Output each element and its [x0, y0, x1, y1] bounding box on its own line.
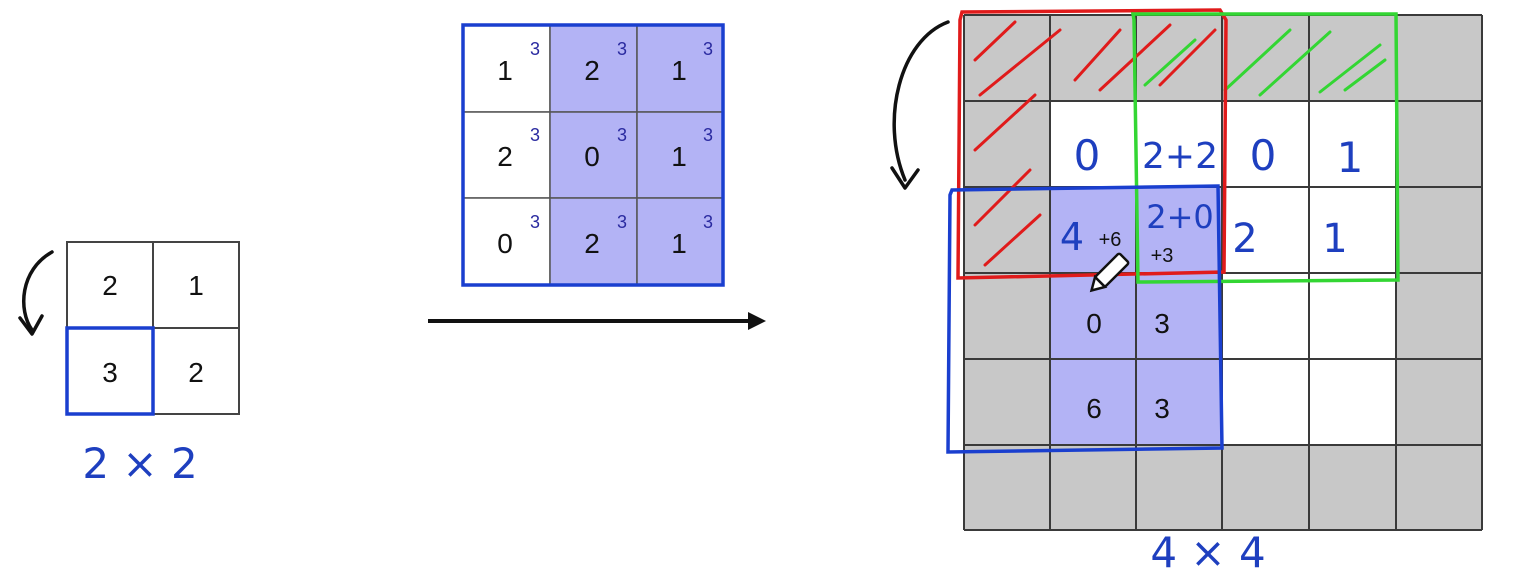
kernel-value: 1	[671, 228, 687, 259]
arrowhead-icon	[748, 312, 766, 330]
kernel-value: 2	[497, 141, 513, 172]
red-hatching	[973, 20, 1217, 267]
arrowhead-icon	[18, 314, 44, 336]
input-matrix: 2 1 3 2 2 × 2	[18, 241, 240, 488]
kernel-superscript: 3	[703, 125, 713, 145]
kernel-border	[461, 23, 725, 287]
output-value: 2+2	[1142, 136, 1218, 177]
kernel-cell	[462, 197, 551, 286]
kernel-superscript: 3	[617, 212, 627, 232]
output-value: 3	[1154, 393, 1170, 424]
input-value: 2	[188, 357, 204, 388]
output-addend: +6	[1099, 229, 1122, 251]
output-value: 4	[1060, 215, 1084, 259]
kernel-superscript: 3	[703, 39, 713, 59]
input-value: 1	[188, 270, 204, 301]
input-highlight-box	[65, 326, 155, 416]
kernel-value: 2	[584, 228, 600, 259]
kernel-cell	[636, 111, 724, 199]
output-value: 0	[1086, 308, 1102, 339]
blue-window-box	[946, 184, 1224, 454]
output-addend: +3	[1151, 245, 1174, 267]
output-size-label: 4 × 4	[1150, 528, 1265, 577]
right-arrow-icon	[428, 312, 766, 330]
kernel-cell	[636, 24, 724, 113]
output-value: 0	[1074, 131, 1101, 180]
input-value: 3	[102, 357, 118, 388]
kernel-cell	[549, 111, 638, 199]
input-size-label: 2 × 2	[82, 439, 197, 488]
input-cell	[152, 241, 240, 329]
output-value: 1	[1337, 133, 1364, 182]
curved-arrow-icon	[21, 250, 54, 332]
red-window-box	[956, 8, 1228, 280]
green-window-box	[1130, 12, 1400, 284]
output-value: 6	[1086, 393, 1102, 424]
kernel-value: 1	[671, 141, 687, 172]
kernel-superscript: 3	[530, 125, 540, 145]
output-value: 1	[1322, 216, 1347, 262]
kernel-superscript: 3	[530, 39, 540, 59]
kernel-superscript: 3	[703, 212, 713, 232]
output-value: 0	[1250, 131, 1277, 180]
kernel-cell	[549, 197, 638, 286]
input-value: 2	[102, 270, 118, 301]
kernel-cell	[636, 197, 724, 286]
kernel-superscript: 3	[617, 125, 627, 145]
kernel-value: 1	[497, 55, 513, 86]
pencil-icon	[1089, 252, 1130, 293]
kernel-matrix: 1 2 1 2 0 1 0 2 1 3 3 3 3 3 3 3 3 3	[461, 23, 725, 287]
output-value: 3	[1154, 308, 1170, 339]
kernel-value: 0	[497, 228, 513, 259]
output-value: 2+0	[1146, 198, 1214, 236]
kernel-value: 2	[584, 55, 600, 86]
kernel-cell	[549, 24, 638, 113]
curved-arrow-icon	[892, 20, 950, 182]
kernel-value: 0	[584, 141, 600, 172]
output-grid: 0 2+2 0 1 4 +6 2+0 +3 2 1 0 3 6 3 4 × 4	[890, 8, 1483, 577]
arrowhead-icon	[890, 166, 920, 190]
output-value: 2	[1232, 216, 1257, 262]
kernel-superscript: 3	[530, 212, 540, 232]
input-cell	[152, 327, 240, 415]
green-hatching	[1143, 28, 1387, 97]
kernel-value: 1	[671, 55, 687, 86]
kernel-superscript: 3	[617, 39, 627, 59]
input-cell	[66, 241, 154, 329]
